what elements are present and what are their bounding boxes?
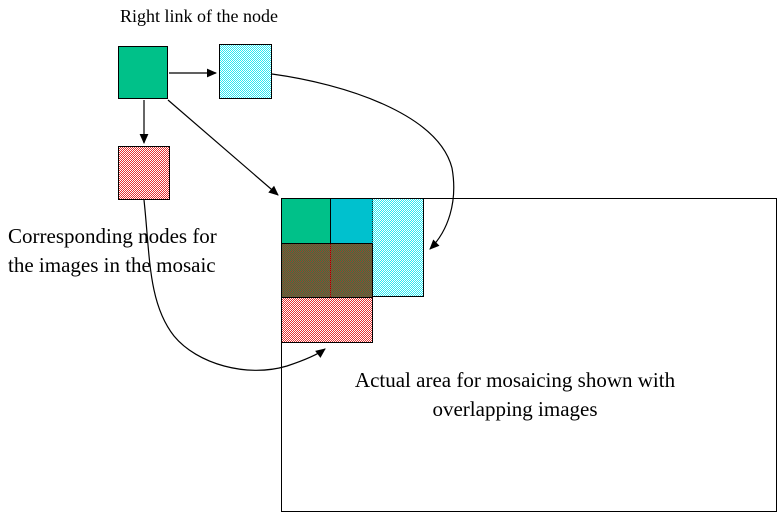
mosaic-green-image-region (281, 198, 331, 244)
mosaic-green-red-overlap-region (281, 243, 373, 298)
green-node (118, 46, 168, 99)
left-label-line1: Corresponding nodes for (8, 224, 217, 248)
mosaic-red-dotted-divider (330, 244, 331, 297)
left-label-line2: the images in the mosaic (8, 253, 216, 277)
top-label: Right link of the node (120, 6, 278, 26)
cyan-right-link-node (219, 44, 272, 99)
area-label-line2: overlapping images (432, 397, 598, 421)
mosaic-red-image-region (281, 297, 373, 343)
area-label: Actual area for mosaicing shown with ove… (290, 366, 740, 424)
left-label: Corresponding nodes for the images in th… (8, 222, 217, 280)
area-label-line1: Actual area for mosaicing shown with (354, 368, 676, 392)
mosaic-cyan-image-region (372, 198, 424, 297)
mosaic-green-cyan-overlap-region (330, 198, 373, 244)
red-down-link-node (118, 146, 170, 200)
green-to-mosaic-arrow (167, 99, 279, 196)
